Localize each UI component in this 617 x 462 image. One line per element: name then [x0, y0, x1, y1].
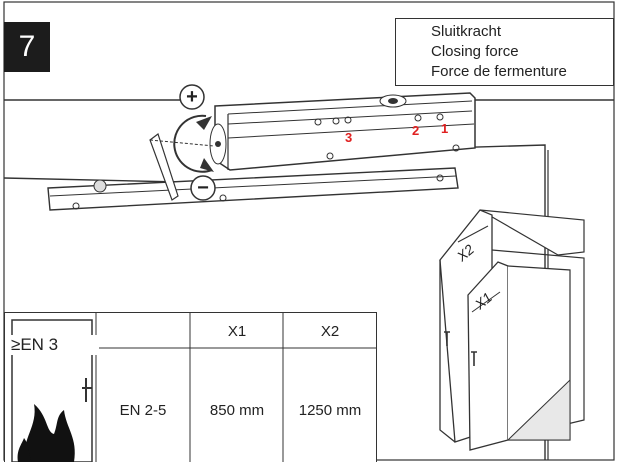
increase-icon: +: [179, 84, 205, 110]
decrease-icon: −: [190, 175, 216, 201]
spring-marker-3: 3: [345, 130, 353, 145]
cell-x1: 850 mm: [209, 402, 265, 419]
closing-force-table: ≥EN 3 X1 X2 EN 2-5 850 mm 1250 mm: [4, 312, 377, 462]
allen-key: [149, 133, 215, 201]
svg-text:+: +: [186, 86, 198, 108]
cell-class: EN 2-5: [119, 402, 167, 419]
cell-x2: 1250 mm: [298, 402, 362, 419]
closing-force-label-box: Sluitkracht Closing force Force de ferme…: [395, 18, 614, 86]
standard-label: ≥EN 3: [7, 335, 99, 355]
step-number: 7: [4, 22, 50, 72]
guide-rail: [47, 167, 459, 211]
label-french: Force de fermenture: [431, 63, 567, 80]
door-width-illustration: X2 X1: [439, 209, 585, 451]
spring-marker-1: 1: [441, 121, 449, 136]
header-x1: X1: [227, 323, 247, 340]
label-dutch: Sluitkracht: [431, 23, 502, 40]
label-english: Closing force: [431, 43, 519, 60]
svg-text:−: −: [197, 177, 209, 199]
header-x2: X2: [320, 323, 340, 340]
door-closer-body: [173, 92, 476, 173]
spring-marker-2: 2: [412, 123, 420, 138]
